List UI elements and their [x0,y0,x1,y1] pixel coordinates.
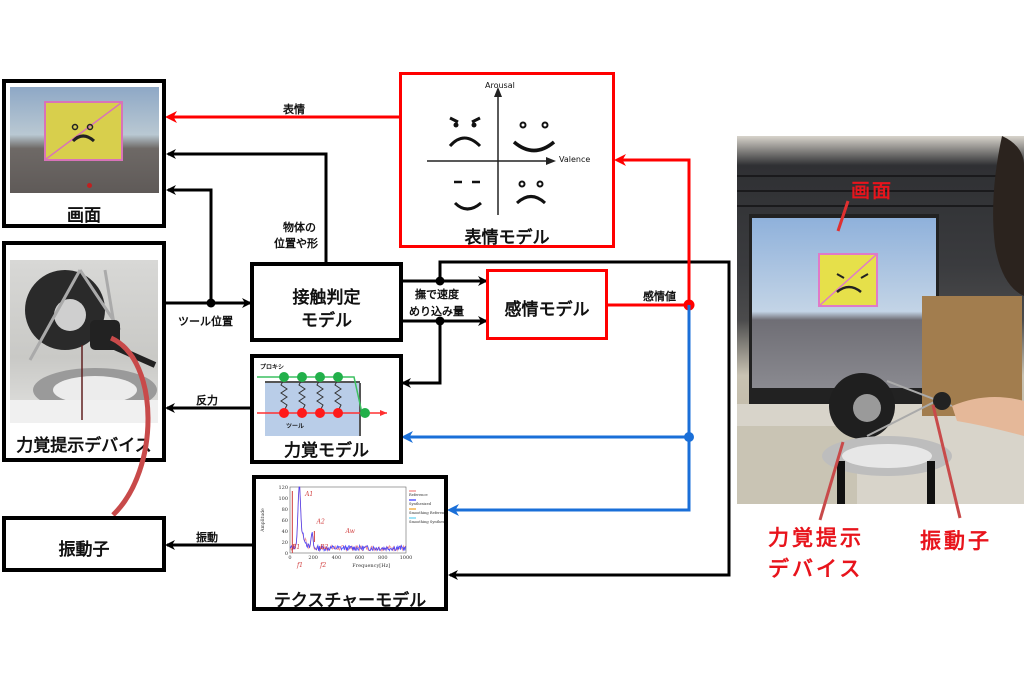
y-tick-label: 0 [285,551,288,557]
experiment-photo: 画面 [737,136,1024,504]
legend-label: Reference [409,493,428,497]
haptic-device-label: 力覚提示デバイス [16,436,152,456]
photo-label-device-1: 力覚提示 [768,526,864,550]
x-tick-label: 200 [308,555,318,561]
photo-label-screen: 画面 [851,180,894,202]
x-tick-label: 400 [332,555,342,561]
edge-label-object-2: 位置や形 [274,237,318,250]
contact-model-label-2: モデル [301,311,352,331]
chart-annotation: A2 [316,518,325,525]
tool-label: ツール [286,423,305,430]
expression-model-label: 表情モデル [464,228,550,248]
arrow-emotion-to-expression [614,154,691,305]
chart-annotation: Aw [345,528,356,535]
vibrator-block: 振動子 [2,516,166,572]
y-tick-label: 120 [278,485,288,491]
photo-label-device-2: デバイス [768,557,864,581]
chart-annotation: B2 [319,544,328,551]
series-synthesized [289,486,406,552]
force-model-label: 力覚モデル [284,441,369,461]
edge-label-reaction-force: 反力 [196,394,218,407]
edge-label-indentation: めり込み量 [409,305,464,318]
photo-label-vibrator: 振動子 [920,529,992,553]
legend-label: Smoothing Reference [409,511,444,515]
arrow-object-to-screen [166,149,328,262]
edge-label-tool-position: ツール位置 [178,315,233,328]
contact-model-block: 接触判定 モデル [250,262,403,342]
expression-model-block: Arousal Valence 表情モデル [399,72,615,248]
face-cube [44,101,123,161]
arousal-axis-label: Arousal [485,81,515,90]
legend-label: Synthesized [409,502,432,506]
chart-annotation: B1 [291,544,300,551]
screen-label: 画面 [67,206,101,226]
device-photo-drawing [10,269,158,423]
arrow-tool-to-screen [166,185,213,303]
contact-model-label-1: 接触判定 [292,288,361,308]
experiment-scene-drawing [737,136,1024,504]
edge-label-emotion-value: 感情値 [643,290,676,303]
haptic-device-photo [10,260,158,423]
arrow-emotion-to-texture [447,437,691,516]
edge-label-vibration: 振動 [196,531,218,544]
screen-render-image [10,87,159,193]
chart-annotation: A1 [304,491,313,498]
arrow-indent-to-force [401,321,442,388]
x-tick-label: 600 [355,555,365,561]
vibrator-label: 振動子 [58,540,110,560]
happy-face-icon [512,121,556,153]
arrow-speed-to-texture [438,260,731,580]
chart-annotation: f1 [296,562,303,569]
screen-block: 画面 [2,79,166,228]
edge-label-object-1: 物体の [283,221,316,234]
angry-face-icon [448,116,482,148]
sad-face-icon-quadrant [515,180,547,205]
tool-point [87,183,92,188]
junction-tool [206,298,216,308]
y-tick-label: 20 [282,540,288,546]
texture-model-label: テクスチャーモデル [273,591,427,611]
sad-face-icon [46,103,121,159]
proxy-label: プロキシ [260,364,285,371]
y-tick-label: 100 [278,496,288,502]
legend-label: Smoothing Synthesized [409,520,444,524]
emotion-model-block: 感情モデル [486,269,608,340]
chart-frame [289,486,407,554]
force-model-diagram [257,372,387,436]
relaxed-face-icon [453,180,482,211]
edge-label-expression: 表情 [283,103,305,116]
chart-annotation: f2 [319,562,326,569]
y-tick-label: 80 [282,507,288,513]
emotion-model-label: 感情モデル [504,300,590,320]
valence-arousal-plane [427,87,556,215]
y-tick-label: 60 [282,518,288,524]
force-model-block: プロキシ ツール 力覚モデル [250,354,403,464]
y-tick-label: 40 [282,529,288,535]
y-axis-label: Amplitude [260,508,266,533]
x-tick-label: 800 [378,555,388,561]
x-tick-label: 1000 [400,555,413,561]
valence-axis-label: Valence [559,155,591,164]
x-axis-label: Frequency[Hz] [352,563,390,569]
edge-label-stroke-speed: 撫で速度 [415,288,459,301]
haptic-device-block: 力覚提示デバイス [2,241,166,462]
x-tick-label: 0 [288,555,291,561]
